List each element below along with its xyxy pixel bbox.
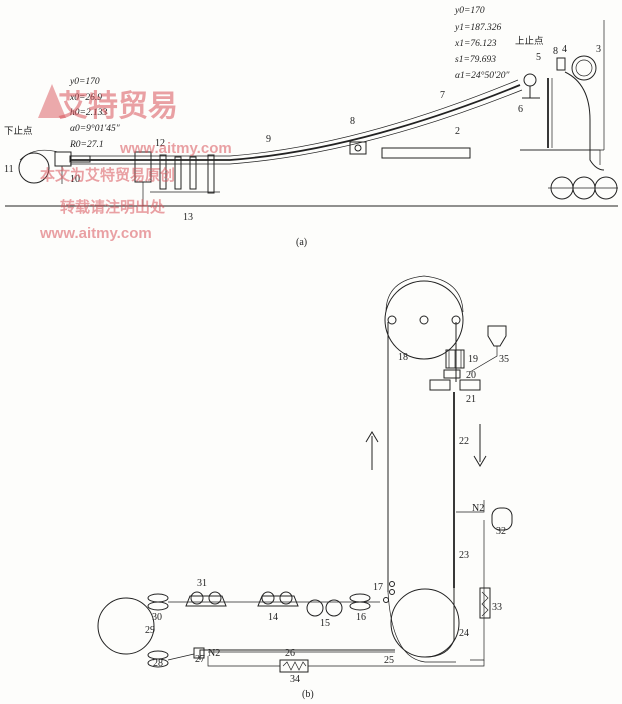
svg-text:11: 11 <box>4 164 14 175</box>
caption-a: (a) <box>296 237 307 248</box>
part-numbers-b: 18 19 35 20 21 22 23 32 33 24 25 26 34 2… <box>145 352 509 685</box>
svg-text:α1=24°50′20″: α1=24°50′20″ <box>455 70 511 81</box>
svg-text:y1=187.326: y1=187.326 <box>454 23 502 33</box>
die-20-21 <box>429 369 481 391</box>
rolls-28-29-30 <box>97 593 380 668</box>
svg-text:21: 21 <box>466 394 476 405</box>
svg-text:y0=170: y0=170 <box>69 77 100 87</box>
svg-text:33: 33 <box>492 602 502 613</box>
rolls-17 <box>383 581 395 603</box>
reel-3 <box>556 55 597 81</box>
svg-text:24: 24 <box>459 628 469 639</box>
watermark-line-1: 本文为艾特贸易原创 <box>40 166 175 184</box>
watermark-logo: 艾特贸易 <box>38 84 178 124</box>
svg-text:28: 28 <box>153 658 163 669</box>
svg-text:3: 3 <box>596 44 601 55</box>
label-bottom-dead-center: 下止点 <box>4 125 33 137</box>
left-parameters: y0=170 x0=26.9 h0=2.133 α0=9°01′45″ R0=2… <box>69 77 121 150</box>
svg-text:15: 15 <box>320 618 330 629</box>
svg-text:4: 4 <box>562 44 567 55</box>
watermark: 艾特贸易 www.aitmy.com 本文为艾特贸易原创 转载请注明出处 www… <box>38 84 232 242</box>
clamp-assembly <box>54 151 152 206</box>
svg-text:5: 5 <box>536 52 541 63</box>
film-path <box>387 322 457 592</box>
svg-text:13: 13 <box>183 212 193 223</box>
unit-19 <box>445 349 465 369</box>
svg-text:14: 14 <box>268 612 278 623</box>
svg-text:y0=170: y0=170 <box>454 6 485 16</box>
svg-text:h0=2.133: h0=2.133 <box>70 108 108 118</box>
svg-text:27: 27 <box>195 654 205 665</box>
svg-text:34: 34 <box>290 674 300 685</box>
svg-text:22: 22 <box>459 436 469 447</box>
plate-2 <box>381 147 471 159</box>
svg-text:8: 8 <box>553 46 558 57</box>
label-top-dead-center: 上止点 <box>515 35 544 47</box>
svg-text:2: 2 <box>455 126 460 137</box>
svg-text:α0=9°01′45″: α0=9°01′45″ <box>70 123 121 134</box>
bottom-run <box>193 647 485 673</box>
svg-text:35: 35 <box>499 354 509 365</box>
svg-text:32: 32 <box>496 526 506 537</box>
svg-text:10: 10 <box>70 174 80 185</box>
svg-text:30: 30 <box>152 612 162 623</box>
part-numbers-a: 11 10 12 13 9 8 7 2 6 5 8 4 3 <box>4 44 601 223</box>
unit-15 <box>306 599 343 617</box>
svg-text:19: 19 <box>468 354 478 365</box>
svg-text:20: 20 <box>466 370 476 381</box>
n2-label-bottom: N2 <box>208 648 220 659</box>
svg-text:29: 29 <box>145 625 155 636</box>
unit-31 <box>185 591 227 607</box>
rollers-13 <box>150 154 220 194</box>
svg-text:23: 23 <box>459 550 469 561</box>
caption-b: (b) <box>302 689 314 700</box>
svg-text:12: 12 <box>155 138 165 149</box>
clamp-5 <box>522 73 540 99</box>
roll-18 <box>384 275 464 360</box>
svg-text:26: 26 <box>285 648 295 659</box>
svg-text:9: 9 <box>266 134 271 145</box>
unit-14 <box>257 591 299 607</box>
hopper-35 <box>469 325 507 373</box>
roll-24 <box>387 588 460 663</box>
svg-text:s1=79.693: s1=79.693 <box>455 55 496 65</box>
svg-text:x1=76.123: x1=76.123 <box>454 39 497 49</box>
svg-text:6: 6 <box>518 104 523 115</box>
unit-16 <box>349 593 371 611</box>
panel-a: 下止点 上止点 y0=170 x0=26.9 h0=2.133 α0=9°01′… <box>4 6 618 248</box>
n2-label: N2 <box>472 503 484 514</box>
svg-text:16: 16 <box>356 612 366 623</box>
nitrogen-line <box>456 500 513 661</box>
panel-b: N2 N2 18 19 35 20 21 22 23 32 33 24 25 2… <box>97 275 513 700</box>
watermark-url-2: www.aitmy.com <box>39 225 152 242</box>
svg-text:17: 17 <box>373 582 383 593</box>
svg-text:8: 8 <box>350 116 355 127</box>
right-tubes <box>520 71 605 171</box>
crank-disk-11 <box>18 149 59 184</box>
svg-text:25: 25 <box>384 655 394 666</box>
svg-text:x0=26.9: x0=26.9 <box>69 93 102 103</box>
svg-text:R0=27.1: R0=27.1 <box>69 140 104 150</box>
svg-text:31: 31 <box>197 578 207 589</box>
right-parameters: y0=170 y1=187.326 x1=76.123 s1=79.693 α1… <box>454 6 511 81</box>
watermark-url-1: www.aitmy.com <box>119 140 232 157</box>
svg-text:艾特贸易: 艾特贸易 <box>58 89 178 124</box>
svg-text:7: 7 <box>440 90 445 101</box>
flow-arrows <box>365 424 487 470</box>
svg-text:18: 18 <box>398 352 408 363</box>
lower-rolls <box>548 176 618 200</box>
watermark-line-2: 转载请注明出处 <box>60 198 166 216</box>
clamp-8 <box>349 141 367 155</box>
